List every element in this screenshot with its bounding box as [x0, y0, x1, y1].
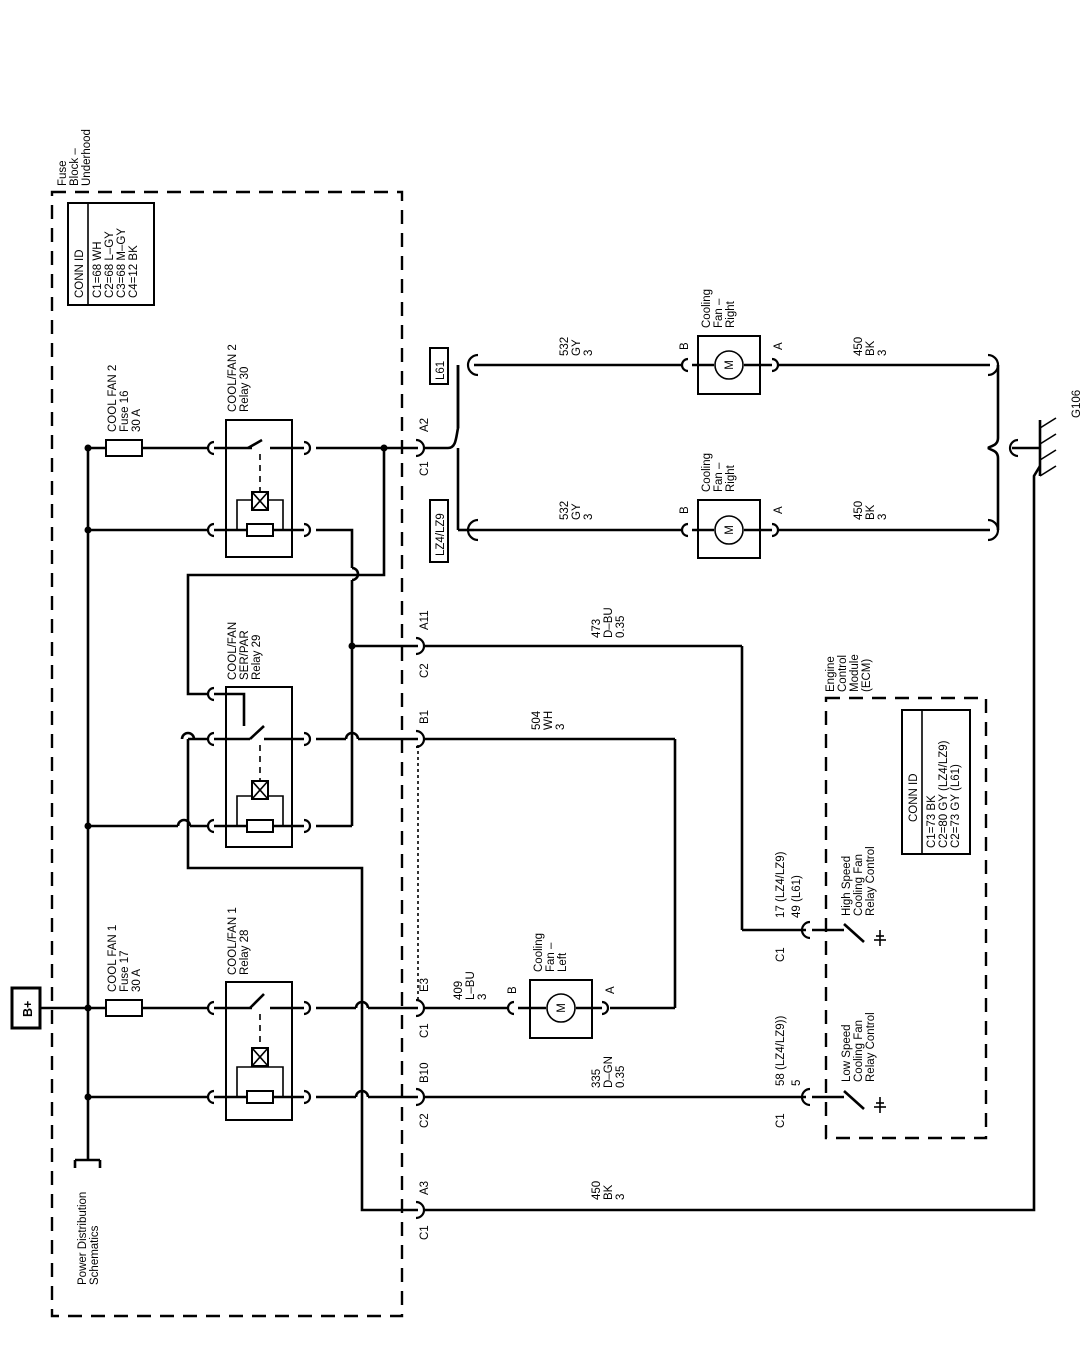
- ecm-high-pins: 17 (LZ4/LZ9) 49 (L61): [775, 848, 803, 918]
- wire-532-top: 532 GY 3: [559, 334, 595, 356]
- svg-text:C1=68 WH C2=68 L–GY: C1=68 WH C2=68 L–GY C3=68 M–GY C4=12 BK: [92, 225, 140, 298]
- ecm-low-pins: 58 (LZ4/LZ9)) 5: [775, 1012, 803, 1086]
- conn-c1-e3: C1: [419, 1023, 431, 1038]
- wire-450-top: 450 BK 3: [853, 334, 889, 356]
- relay-30-label: COOL/FAN 2 Relay 30: [227, 341, 251, 412]
- bplus-terminal: B+: [10, 986, 42, 1030]
- ecm-high-speed-control: [812, 923, 886, 946]
- svg-text:B: B: [679, 506, 691, 514]
- ecm-high-label: High Speed Cooling Fan Relay Control: [841, 846, 877, 916]
- ecm-conn-id-table: CONN ID C1=73 BK C2=80 GY (LZ4/LZ9) C2=7…: [901, 709, 971, 855]
- conn-a11: A11: [419, 610, 431, 630]
- relay-28: [206, 981, 312, 1121]
- power-distribution-ref: Power Distribution Schematics: [77, 1188, 101, 1285]
- fuse-17: [105, 999, 143, 1017]
- ecm-outline: [824, 696, 988, 1140]
- conn-c1-a2: C1: [419, 461, 431, 476]
- option-lz4lz9-tag: [429, 499, 449, 563]
- svg-text:B: B: [679, 342, 691, 350]
- ecm-title: Engine Control Module (ECM): [825, 651, 873, 692]
- conn-a2: A2: [419, 418, 431, 432]
- wire-409: 409 L–BU 3: [453, 968, 489, 1000]
- ecm-low-label: Low Speed Cooling Fan Relay Control: [841, 1012, 877, 1082]
- relay-30: [206, 419, 312, 558]
- svg-text:B+: B+: [21, 1001, 35, 1017]
- option-l61-tag: [429, 347, 449, 385]
- connector-pins: [415, 438, 426, 1220]
- cooling-fan-left: M: [518, 979, 602, 1039]
- svg-text:L61: L61: [435, 361, 447, 380]
- conn-c2-a11: C2: [419, 663, 431, 678]
- ground-label: G106: [1071, 390, 1083, 418]
- relay-28-label: COOL/FAN 1 Relay 28: [227, 904, 251, 975]
- ecm-high-conn: C1: [775, 947, 787, 962]
- fan-right-top-label: Cooling Fan – Right: [701, 286, 737, 328]
- svg-text:CONN ID: CONN ID: [908, 773, 920, 822]
- fuse-16-label: COOL FAN 2 Fuse 16 30 A: [107, 361, 143, 432]
- conn-a3: A3: [419, 1181, 431, 1195]
- wire-450-ground: 450 BK 3: [591, 1178, 627, 1200]
- ecm-low-conn: C1: [775, 1113, 787, 1128]
- svg-text:A: A: [605, 986, 617, 994]
- svg-text:A: A: [773, 506, 785, 514]
- svg-text:B: B: [507, 986, 519, 994]
- svg-text:M: M: [724, 360, 736, 370]
- ecm-low-speed-control: [812, 1090, 886, 1113]
- svg-text:M: M: [556, 1003, 568, 1013]
- conn-e3: E3: [419, 978, 431, 992]
- relay-29-label: COOL/FAN SER/PAR Relay 29: [227, 619, 263, 680]
- relay-29: [206, 686, 312, 848]
- svg-text:CONN ID: CONN ID: [74, 249, 86, 298]
- fuse-17-label: COOL FAN 1 Fuse 17 30 A: [107, 921, 143, 992]
- wire-335: 335 D–GN 0.35: [591, 1053, 627, 1088]
- svg-text:M: M: [724, 525, 736, 535]
- conn-b1: B1: [419, 710, 431, 724]
- wire-504: 504 WH 3: [531, 708, 567, 730]
- wire-450-bot: 450 BK 3: [853, 498, 889, 520]
- conn-b10: B10: [419, 1063, 431, 1083]
- fuse-block-outline: [50, 190, 404, 1318]
- fuse-block-conn-id-table: CONN ID C1=68 WH C2=68 L–GY C3=68 M–GY C…: [67, 202, 155, 306]
- wire-532-bot: 532 GY 3: [559, 498, 595, 520]
- svg-text:A: A: [773, 342, 785, 350]
- conn-c2-b10: C2: [419, 1113, 431, 1128]
- svg-text:LZ4/LZ9: LZ4/LZ9: [435, 513, 447, 556]
- svg-text:C1=73 BK C2=80 GY (LZ4/L: C1=73 BK C2=80 GY (LZ4/LZ9) C2=73 GY (L6…: [926, 737, 962, 848]
- fan-left-label: Cooling Fan – Left: [533, 930, 569, 972]
- fan-right-bottom-label: Cooling Fan – Right: [701, 450, 737, 492]
- cooling-fan-right-top: M: [692, 335, 772, 395]
- ground-g106: [1038, 417, 1057, 477]
- wire-473: 473 D–BU 0.35: [591, 604, 627, 638]
- cooling-fan-right-bottom: M: [692, 499, 772, 559]
- fuse-16: [105, 439, 143, 457]
- conn-c1-a3: C1: [419, 1225, 431, 1240]
- fuse-block-title: Fuse Block – Underhood: [57, 129, 93, 186]
